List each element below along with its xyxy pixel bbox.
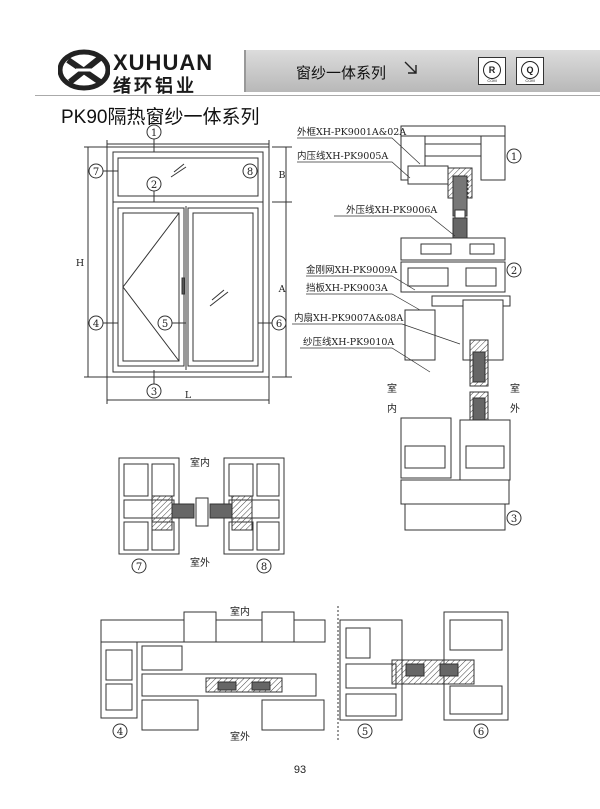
marker: 5 [362,727,368,738]
brand-name-cn: 绪环铝业 [113,76,197,97]
outdoor-label-bottom: 室外 [230,730,250,743]
marker: 1 [151,128,157,139]
part-inner-sash: 内扇XH-PK9007A&08A [294,312,403,324]
part-baffle: 挡板XH-PK9003A [306,282,388,294]
outdoor-label-2: 外 [510,403,520,415]
indoor-label-bottom: 室内 [230,605,250,618]
arrow-down-right-icon [404,61,417,74]
window-elevation [84,139,292,404]
xuhuan-logo-icon [58,49,110,91]
indoor-label-top: 室内 [190,456,210,469]
part-screen-bead: 纱压线XH-PK9010A [303,336,394,348]
part-outer-bead: 外压线XH-PK9006A [346,204,437,216]
marker: 2 [511,266,517,277]
part-outer-frame: 外框XH-PK9001A&02A [297,126,406,138]
part-inner-bead: 内压线XH-PK9005A [297,150,388,162]
page-header: XUHUAN 绪环铝业 窗纱一体系列 R COM Q COM [0,0,600,100]
model-code: PK90 [61,107,108,128]
dim-height: H [76,258,84,269]
marker: 3 [151,387,157,398]
part-mesh: 金刚网XH-PK9009A [306,264,397,276]
brand-name-en: XUHUAN [113,50,214,75]
elevation-markers: 1 2 3 4 5 6 7 8 L H B A [76,124,287,401]
header-divider [35,95,600,96]
marker: 7 [93,167,99,178]
dim-width: L [185,390,192,401]
page-title: PK90隔热窗纱一体系列 [61,102,260,129]
dim-top: B [279,170,286,181]
marker: 8 [247,167,253,178]
cert-badge-r: R COM [478,57,506,85]
series-name: 隔热窗纱一体系列 [107,107,260,128]
horizontal-section-bottom [100,606,509,740]
marker: 3 [511,514,517,525]
marker: 1 [511,152,517,163]
marker: 6 [478,727,484,738]
outdoor-label-top: 室外 [190,556,210,569]
part-labels: 外框XH-PK9001A&02A 内压线XH-PK9005A 外压线XH-PK9… [294,126,437,348]
indoor-label-2: 内 [387,402,397,415]
marker: 2 [151,180,157,191]
indoor-label-1: 室 [387,382,397,395]
marker: 8 [261,562,267,573]
outdoor-label-1: 室 [510,382,520,395]
bottom-section-labels: 室内 室外 4 5 6 [112,605,489,743]
cert-badge-q: Q COM [516,57,544,85]
mid-section-labels: 室内 室外 7 8 [131,456,272,574]
marker: 7 [136,562,142,573]
right-section-markers: 1 2 3 [506,148,522,526]
horizontal-section-top [118,457,285,555]
page-number: 93 [293,764,307,776]
marker: 5 [162,319,168,330]
side-labels-right: 室 内 室 外 [387,382,520,415]
marker: 4 [117,727,123,738]
dim-bottom: A [278,284,286,295]
marker: 4 [93,319,99,330]
vertical-section-profile [400,125,511,531]
series-label: 窗纱一体系列 [296,64,387,82]
part-leaders [292,137,461,373]
marker: 6 [276,319,282,330]
